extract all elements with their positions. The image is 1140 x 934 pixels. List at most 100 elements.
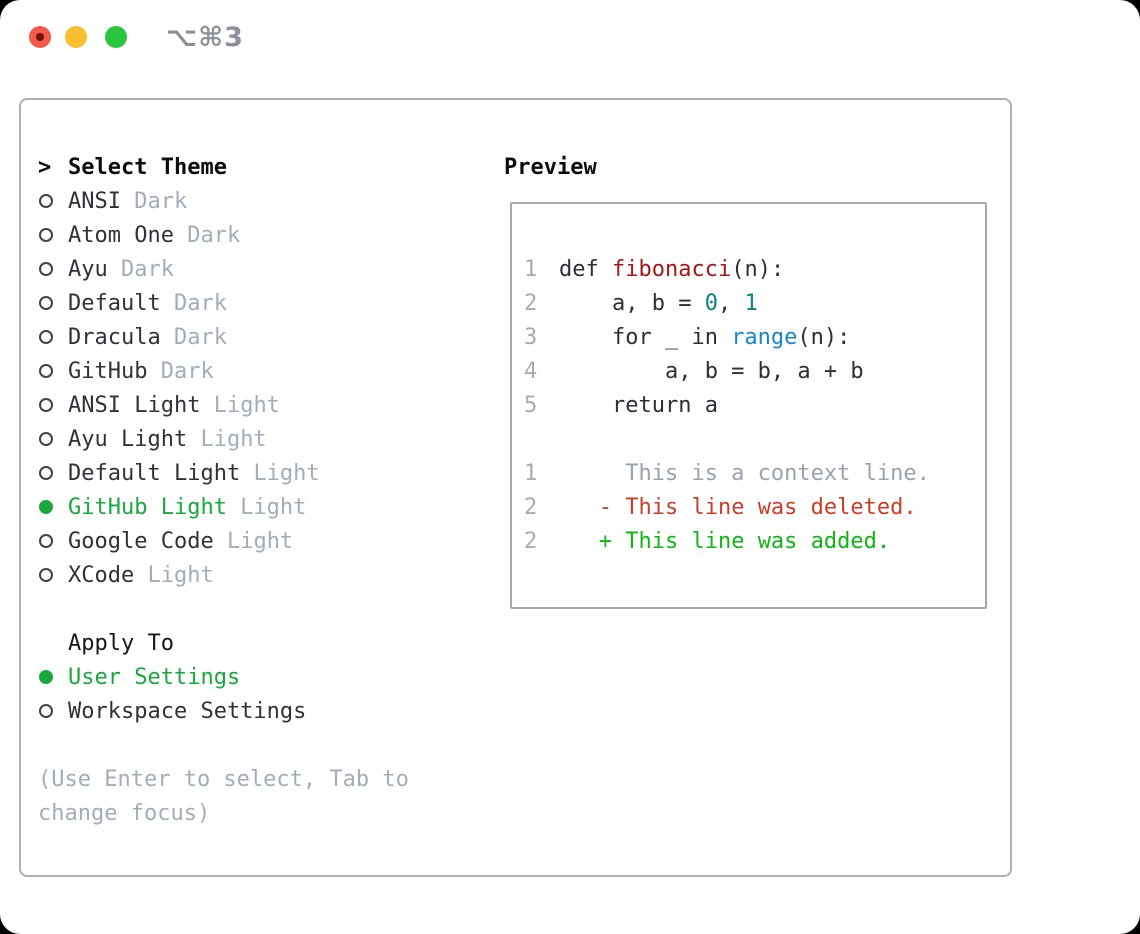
theme-name: Dracula xyxy=(68,324,174,350)
theme-name: XCode xyxy=(68,562,148,588)
radio-cell xyxy=(38,563,68,588)
apply-option-workspace-settings[interactable]: Workspace Settings xyxy=(38,694,478,728)
theme-option-xcode[interactable]: XCode Light xyxy=(38,558,478,592)
theme-name: Google Code xyxy=(68,528,227,554)
theme-variant: Dark xyxy=(120,256,174,282)
theme-variant: Dark xyxy=(173,290,227,316)
theme-variant: Dark xyxy=(173,324,227,350)
radio-selected-icon xyxy=(39,499,53,514)
radio-cell xyxy=(38,359,68,384)
radio-cell xyxy=(38,427,68,452)
code-token: 1 xyxy=(744,290,758,316)
theme-option-dracula[interactable]: Dracula Dark xyxy=(38,320,478,354)
radio-cell xyxy=(38,699,68,724)
code-token: a, b = b, a + b xyxy=(559,358,864,384)
radio-cell xyxy=(38,257,68,282)
code-token: (n): xyxy=(731,256,785,282)
theme-option-atom-one[interactable]: Atom One Dark xyxy=(38,218,478,252)
help-text-line: change focus) xyxy=(38,796,478,830)
titlebar: ⌥⌘3 xyxy=(0,0,1140,75)
code-token: fibonacci xyxy=(611,256,732,282)
code-token: , xyxy=(717,290,745,316)
theme-option-github-light[interactable]: GitHub Light Light xyxy=(38,490,478,524)
radio-unselected-icon xyxy=(39,295,53,310)
radio-cell xyxy=(38,223,68,248)
theme-option-google-code[interactable]: Google Code Light xyxy=(38,524,478,558)
preview-code-line: 4 a, b = b, a + b xyxy=(524,354,985,388)
line-number: 2 xyxy=(524,494,538,520)
preview-heading: Preview xyxy=(504,154,597,180)
code-token: range xyxy=(731,324,798,350)
code-token xyxy=(559,529,599,554)
radio-selected-icon xyxy=(39,669,53,684)
preview-code-line: 2 a, b = 0, 1 xyxy=(524,286,985,320)
help-text: change focus) xyxy=(38,800,211,826)
code-token: 0 xyxy=(704,290,718,316)
select-theme-label: Select Theme xyxy=(68,154,227,180)
radio-unselected-icon xyxy=(39,703,53,718)
line-number: 2 xyxy=(524,290,538,316)
radio-unselected-icon xyxy=(39,567,53,582)
minimize-button[interactable] xyxy=(65,26,87,48)
help-text-line: (Use Enter to select, Tab to xyxy=(38,762,478,796)
code-token: (n): xyxy=(797,324,851,350)
radio-cell xyxy=(38,325,68,350)
radio-unselected-icon xyxy=(39,329,53,344)
theme-option-default[interactable]: Default Dark xyxy=(38,286,478,320)
radio-cell xyxy=(38,529,68,554)
code-token: for _ in xyxy=(559,324,732,350)
theme-name: Default xyxy=(68,290,174,316)
theme-name: Atom One xyxy=(68,222,188,248)
line-number: 5 xyxy=(524,392,538,418)
code-token xyxy=(559,495,599,520)
radio-cell xyxy=(38,393,68,418)
radio-cell xyxy=(38,189,68,214)
theme-option-ayu-light[interactable]: Ayu Light Light xyxy=(38,422,478,456)
preview-diff-line: 1 This is a context line. xyxy=(524,456,985,490)
code-token: - This line was deleted. xyxy=(598,494,917,520)
apply-option-label: Workspace Settings xyxy=(68,698,307,724)
theme-option-default-light[interactable]: Default Light Light xyxy=(38,456,478,490)
theme-variant: Light xyxy=(147,562,214,588)
theme-option-github[interactable]: GitHub Dark xyxy=(38,354,478,388)
radio-unselected-icon xyxy=(39,193,53,208)
line-number: 1 xyxy=(524,460,538,486)
line-number: 3 xyxy=(524,324,538,350)
theme-name: Ayu xyxy=(68,256,121,282)
theme-option-ayu[interactable]: Ayu Dark xyxy=(38,252,478,286)
radio-cell xyxy=(38,665,68,690)
code-token: This is a context line. xyxy=(559,460,930,486)
apply-option-user-settings[interactable]: User Settings xyxy=(38,660,478,694)
radio-unselected-icon xyxy=(39,533,53,548)
line-number: 2 xyxy=(524,528,538,554)
theme-variant: Light xyxy=(253,460,320,486)
theme-variant: Light xyxy=(200,426,267,452)
theme-name: Ayu Light xyxy=(68,426,201,452)
theme-option-ansi[interactable]: ANSI Dark xyxy=(38,184,478,218)
preview-code-line: 3 for _ in range(n): xyxy=(524,320,985,354)
spacer-row xyxy=(38,728,478,762)
help-text: (Use Enter to select, Tab to xyxy=(38,766,409,792)
theme-variant: Light xyxy=(240,494,307,520)
zoom-button[interactable] xyxy=(105,26,127,48)
theme-variant: Light xyxy=(226,528,294,554)
theme-option-ansi-light[interactable]: ANSI Light Light xyxy=(38,388,478,422)
radio-cell xyxy=(38,461,68,486)
theme-variant: Dark xyxy=(134,188,188,214)
focus-caret: > xyxy=(38,154,65,180)
theme-variant: Dark xyxy=(187,222,241,248)
radio-unselected-icon xyxy=(39,227,53,242)
code-token: a, b = xyxy=(559,290,705,316)
spacer-row xyxy=(38,592,478,626)
theme-name: GitHub xyxy=(68,358,161,384)
spacer-row xyxy=(524,422,985,456)
radio-unselected-icon xyxy=(39,431,53,446)
radio-unselected-icon xyxy=(39,363,53,378)
close-button[interactable] xyxy=(29,26,51,48)
radio-unselected-icon xyxy=(39,261,53,276)
